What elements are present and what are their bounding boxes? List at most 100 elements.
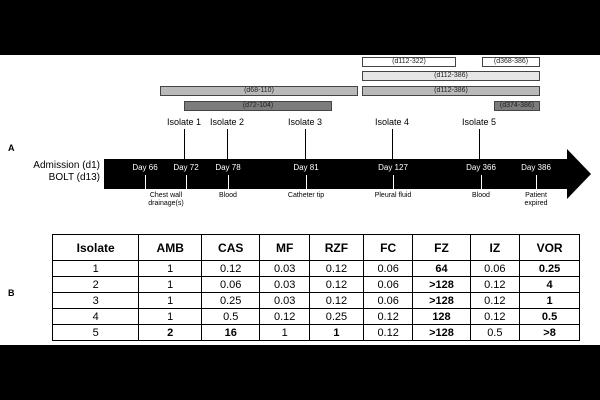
header-mf: MF [259, 234, 310, 261]
table-cell: 1 [309, 324, 364, 341]
table-cell: 0.5 [469, 324, 521, 341]
range-d112-386-b: (d112-386) [362, 86, 540, 96]
isolate-5-label: Isolate 5 [461, 117, 497, 127]
table-cell: 1 [519, 292, 580, 309]
event-chest-wall-drainage: Chest wall drainage(s) [148, 192, 184, 207]
table-row: 2 1 0.06 0.03 0.12 0.06 >128 0.12 4 [51, 276, 580, 293]
day-78-label: Day 78 [215, 163, 241, 172]
day-366-tick [481, 175, 482, 189]
table-cell: 2 [51, 276, 140, 293]
isolate-3-connector [305, 129, 306, 159]
table-cell: 0.06 [469, 260, 521, 277]
panel-a-label: A [8, 143, 15, 153]
isolate-2-label: Isolate 2 [209, 117, 245, 127]
event-blood-2: Blood [472, 192, 490, 199]
table-cell: 0.12 [309, 292, 364, 309]
day-81-tick [306, 175, 307, 189]
table-cell: 0.12 [469, 308, 521, 325]
table-header-row: Isolate AMB CAS MF RZF FC FZ IZ VOR [51, 234, 580, 261]
isolate-3-label: Isolate 3 [287, 117, 323, 127]
table-cell: 128 [412, 308, 471, 325]
table-cell: 1 [51, 260, 140, 277]
isolate-4-label: Isolate 4 [374, 117, 410, 127]
range-d112-322: (d112-322) [362, 57, 456, 67]
table-cell: 0.25 [201, 292, 261, 309]
range-d68-110: (d68-110) [160, 86, 358, 96]
day-72-label: Day 72 [173, 163, 199, 172]
day-386-label: Day 386 [521, 163, 551, 172]
timeline-arrow [104, 159, 569, 189]
table-row: 4 1 0.5 0.12 0.25 0.12 128 0.12 0.5 [51, 308, 580, 325]
table-cell: 4 [519, 276, 580, 293]
header-isolate: Isolate [51, 234, 140, 261]
day-386-tick [536, 175, 537, 189]
event-blood-1: Blood [219, 192, 237, 199]
table-cell: 1 [138, 260, 203, 277]
header-rzf: RZF [309, 234, 364, 261]
timeline-arrow-head [567, 149, 591, 199]
table-cell: 0.12 [201, 260, 261, 277]
event-pleural-fluid: Pleural fluid [374, 192, 412, 199]
table-row: 1 1 0.12 0.03 0.12 0.06 64 0.06 0.25 [51, 260, 580, 277]
table-cell: 0.06 [362, 292, 414, 309]
table-cell: 0.06 [362, 260, 414, 277]
bolt-label: BOLT (d13) [48, 172, 100, 183]
table-cell: 4 [51, 308, 140, 325]
table-cell: 0.12 [469, 276, 521, 293]
day-127-tick [393, 175, 394, 189]
header-iz: IZ [469, 234, 521, 261]
isolate-1-label: Isolate 1 [166, 117, 202, 127]
table-cell: 2 [138, 324, 203, 341]
table-cell: 1 [259, 324, 310, 341]
day-66-tick [145, 175, 146, 189]
table-cell: 0.12 [362, 308, 414, 325]
header-fz: FZ [412, 234, 471, 261]
table-cell: 0.25 [309, 308, 364, 325]
panel-b-label: B [8, 288, 15, 298]
table-cell: >128 [412, 292, 471, 309]
table-row: 3 1 0.25 0.03 0.12 0.06 >128 0.12 1 [51, 292, 580, 309]
table-cell: >8 [519, 324, 580, 341]
table-cell: 1 [138, 292, 203, 309]
table-cell: 5 [51, 324, 140, 341]
event-catheter-tip: Catheter tip [287, 192, 325, 199]
event-patient-expired: Patient expired [524, 192, 548, 207]
table-cell: 0.06 [201, 276, 261, 293]
table-cell: 0.12 [259, 308, 310, 325]
header-fc: FC [362, 234, 414, 261]
table-cell: >128 [412, 324, 471, 341]
isolate-2-connector [227, 129, 228, 159]
table-cell: 0.25 [519, 260, 580, 277]
table-cell: >128 [412, 276, 471, 293]
table-cell: 0.12 [362, 324, 414, 341]
table-cell: 0.12 [309, 276, 364, 293]
timeline-start-label: Admission (d1) BOLT (d13) [30, 160, 100, 184]
day-81-label: Day 81 [293, 163, 319, 172]
range-d368-386: (d368-386) [482, 57, 540, 67]
header-vor: VOR [519, 234, 580, 261]
table-cell: 0.12 [309, 260, 364, 277]
table-cell: 64 [412, 260, 471, 277]
table-cell: 0.06 [362, 276, 414, 293]
table-cell: 0.03 [259, 292, 310, 309]
isolate-1-connector [184, 129, 185, 159]
range-d374-386: (d374-386) [494, 101, 540, 111]
table-cell: 3 [51, 292, 140, 309]
admission-label: Admission (d1) [33, 160, 100, 171]
table-row: 5 2 16 1 1 0.12 >128 0.5 >8 [51, 324, 580, 341]
range-d112-386-a: (d112-386) [362, 71, 540, 81]
day-66-label: Day 66 [132, 163, 158, 172]
table-cell: 0.12 [469, 292, 521, 309]
table-cell: 0.03 [259, 260, 310, 277]
table-cell: 1 [138, 308, 203, 325]
table-cell: 0.03 [259, 276, 310, 293]
day-72-tick [186, 175, 187, 189]
table-cell: 1 [138, 276, 203, 293]
table-cell: 0.5 [201, 308, 261, 325]
day-366-label: Day 366 [466, 163, 496, 172]
day-78-tick [228, 175, 229, 189]
header-amb: AMB [138, 234, 203, 261]
table-cell: 0.5 [519, 308, 580, 325]
isolate-4-connector [392, 129, 393, 159]
isolate-5-connector [479, 129, 480, 159]
